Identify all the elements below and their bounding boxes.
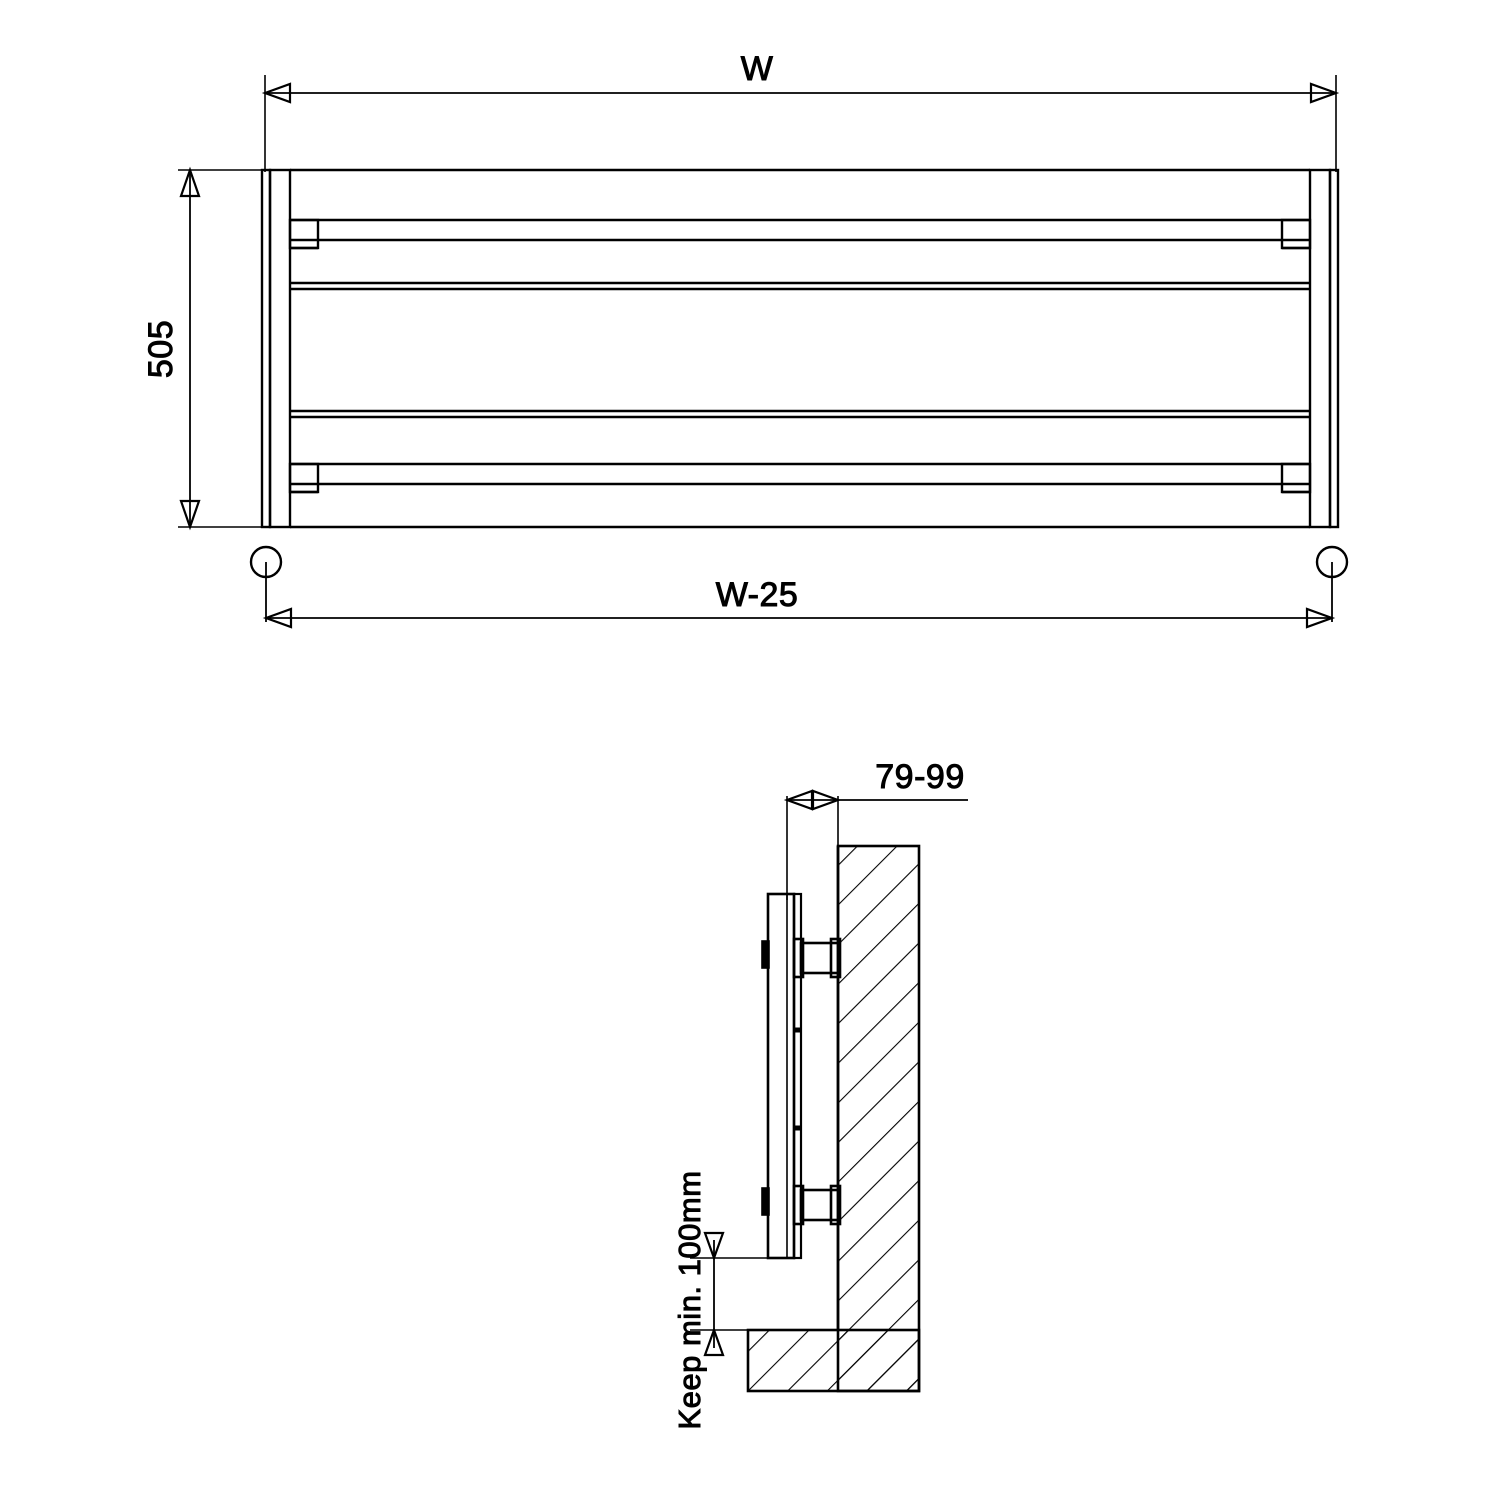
mounting-marker-right <box>1315 545 1349 622</box>
rail-lower-thin <box>288 462 1312 494</box>
dimension-overall-width <box>261 75 1340 172</box>
dimension-wall-projection <box>783 789 968 905</box>
dimension-label-floor-clearance: Keep min. 100mm <box>672 1170 707 1429</box>
mounting-marker-left <box>249 545 283 622</box>
left-vertical-manifold <box>260 168 292 529</box>
dimension-label-overall-width: W <box>741 50 774 88</box>
rail-upper-wide <box>290 281 1310 291</box>
dimension-floor-clearance <box>690 1231 790 1357</box>
wall-section <box>836 844 921 1393</box>
side-view-radiator-profile <box>766 892 803 1260</box>
side-view-rail-nibs <box>761 940 801 1216</box>
dimension-label-wall-projection: 79-99 <box>875 758 964 796</box>
dimension-label-overall-height: 505 <box>142 320 180 378</box>
dimension-overall-height <box>178 166 268 531</box>
wall-bracket-upper <box>792 937 842 979</box>
right-vertical-manifold <box>1308 168 1340 529</box>
dimension-label-mounting-centres: W-25 <box>716 576 799 614</box>
floor-section <box>746 1328 921 1393</box>
dimension-mounting-centres <box>262 607 1336 629</box>
wall-bracket-lower <box>792 1184 842 1226</box>
front-view-radiator-body <box>260 168 1340 529</box>
rail-lower-wide <box>290 409 1310 419</box>
rail-upper-thin <box>288 218 1312 250</box>
